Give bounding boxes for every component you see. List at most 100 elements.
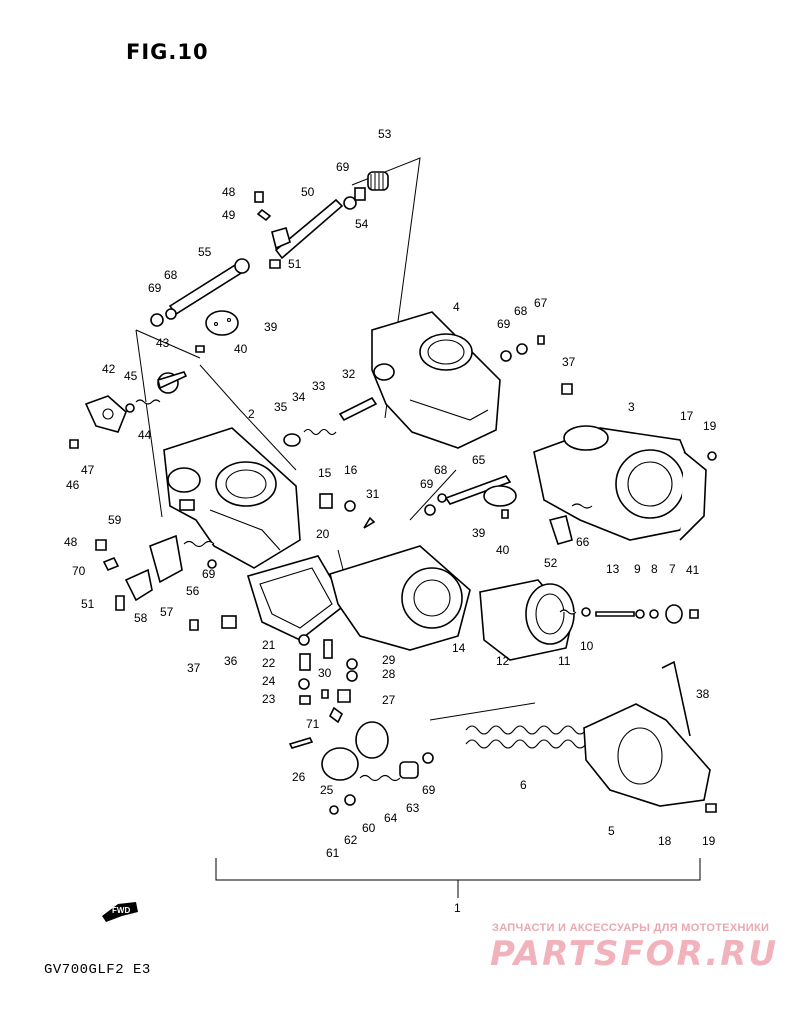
accelerator-group [95,534,217,631]
callout-label: 3 [628,400,635,414]
callout-label: 19 [703,419,717,433]
callout-label: 42 [102,362,116,376]
callout-label: 46 [66,478,80,492]
callout-label: 57 [160,605,174,619]
callout-label: 64 [384,811,398,825]
callout-label: 25 [320,783,334,797]
callout-label: 36 [224,654,238,668]
callout-label: 69 [422,783,436,797]
callout-label: 43 [156,336,170,350]
callout-label: 70 [72,564,86,578]
lower-parts-group [288,721,434,815]
callout-label: 69 [420,477,434,491]
callout-label: 11 [558,654,571,668]
callout-label: 8 [651,562,658,576]
callout-label: 2 [248,407,255,421]
figure-title: FIG.10 [126,40,209,64]
callout-label: 10 [580,639,594,653]
callout-label: 18 [658,834,672,848]
callout-label: 37 [562,355,576,369]
callout-label: 68 [514,304,528,318]
fwd-arrow-icon: FWD [102,902,138,922]
callout-label: 65 [472,453,486,467]
callout-label: 69 [202,567,216,581]
callout-label: 67 [534,296,548,310]
callout-label: 63 [406,801,420,815]
jet-group [319,475,517,529]
callout-label: 69 [148,281,162,295]
model-code: GV700GLF2 E3 [44,962,151,978]
callout-label: 14 [452,641,466,655]
callout-label: 21 [262,638,276,652]
callout-label: 39 [472,526,486,540]
callout-label: 26 [292,770,306,784]
callout-label: 15 [318,466,332,480]
callout-label: 44 [138,428,152,442]
callout-label: 48 [222,185,236,199]
callout-label: 39 [264,320,278,334]
watermark-logo: PARTSFOR.RU [490,934,779,974]
callout-label: 4 [453,300,460,314]
callout-label: 13 [606,562,620,576]
callout-label: 45 [124,369,138,383]
callout-label: 23 [262,692,276,706]
callout-label: 69 [497,317,511,331]
callout-label: 12 [496,654,510,668]
callout-label: 66 [576,535,590,549]
callout-labels: 53 69 54 48 49 50 51 55 68 69 39 40 43 4… [64,127,717,860]
callout-label: 59 [108,513,122,527]
callout-label: 56 [186,584,200,598]
callout-label: 16 [344,463,358,477]
assembly-label: 1 [454,901,461,915]
callout-label: 55 [198,245,212,259]
callout-label: 29 [382,653,396,667]
callout-label: 32 [342,367,356,381]
callout-label: 51 [81,597,95,611]
callout-label: 61 [326,846,340,860]
carburetor-body-left [163,427,301,569]
choke-shaft-group [150,258,250,353]
callout-label: 5 [608,824,615,838]
callout-label: 47 [81,463,95,477]
callout-label: 49 [222,208,236,222]
callout-label: 54 [355,217,369,231]
watermark-tagline: ЗАПЧАСТИ И АКСЕССУАРЫ ДЛЯ МОТОТЕХНИКИ [492,922,770,934]
callout-label: 69 [336,160,350,174]
callout-label: 19 [702,834,716,848]
callout-label: 68 [434,463,448,477]
callout-label: 33 [312,379,326,393]
callout-label: 40 [496,543,510,557]
callout-label: 71 [306,717,320,731]
callout-label: 53 [378,127,392,141]
callout-label: 24 [262,674,276,688]
callout-label: 7 [669,562,676,576]
callout-label: 6 [520,778,527,792]
callout-label: 30 [318,666,332,680]
callout-label: 35 [274,400,288,414]
callout-label: 41 [686,563,700,577]
callout-label: 40 [234,342,248,356]
float-chamber-group [221,545,471,724]
callout-label: 20 [316,527,330,541]
callout-label: 22 [262,656,276,670]
callout-label: 38 [696,687,710,701]
fwd-label: FWD [112,906,130,915]
callout-label: 27 [382,693,396,707]
callout-label: 60 [362,821,376,835]
callout-label: 50 [301,185,315,199]
callout-label: 28 [382,667,396,681]
callout-label: 62 [344,833,358,847]
callout-label: 68 [164,268,178,282]
callout-label: 31 [366,487,380,501]
callout-label: 52 [544,556,558,570]
callout-label: 58 [134,611,148,625]
callout-label: 9 [634,562,641,576]
choke-lever-group [69,371,188,449]
callout-label: 48 [64,535,78,549]
vacuum-piston-group [479,579,699,661]
carburetor-body-right [533,425,717,545]
top-cover-group [465,660,717,813]
callout-label: 17 [680,409,694,423]
